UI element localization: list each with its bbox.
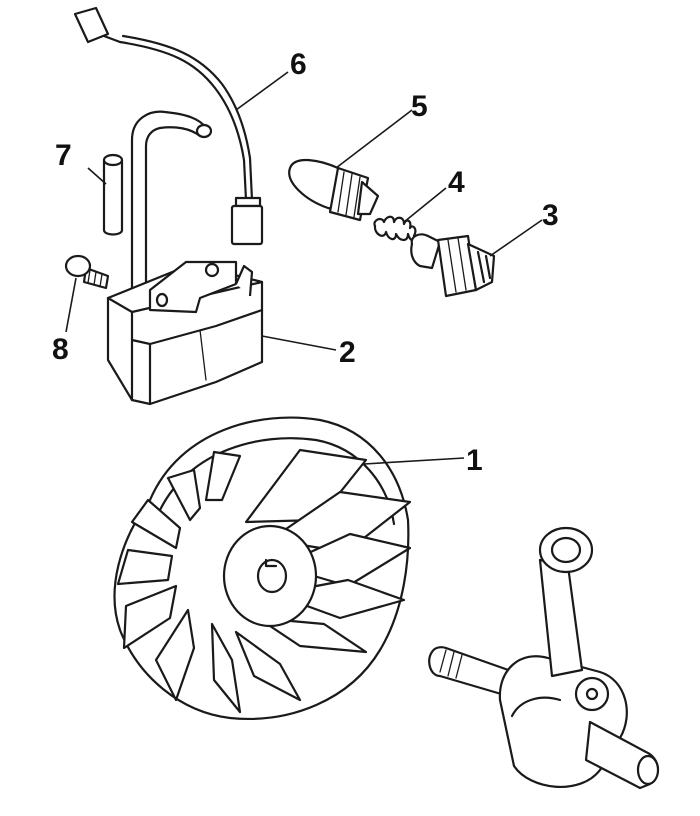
callout-1: 1 <box>466 444 483 477</box>
screw <box>64 254 110 290</box>
callout-2: 2 <box>339 336 356 369</box>
callout-5: 5 <box>411 90 428 123</box>
flywheel <box>113 416 412 720</box>
spark-plug <box>410 233 496 298</box>
spring <box>373 215 417 242</box>
callout-4: 4 <box>448 166 465 199</box>
crankshaft <box>428 526 660 790</box>
callout-7: 7 <box>55 139 72 172</box>
callout-8: 8 <box>52 333 69 366</box>
spark-plug-boot <box>288 159 380 222</box>
callout-6: 6 <box>290 48 307 81</box>
callout-3: 3 <box>542 199 559 232</box>
pin <box>102 153 124 236</box>
ignition-coil <box>106 110 264 406</box>
stop-wire <box>73 6 264 246</box>
leader-lines <box>65 71 543 465</box>
